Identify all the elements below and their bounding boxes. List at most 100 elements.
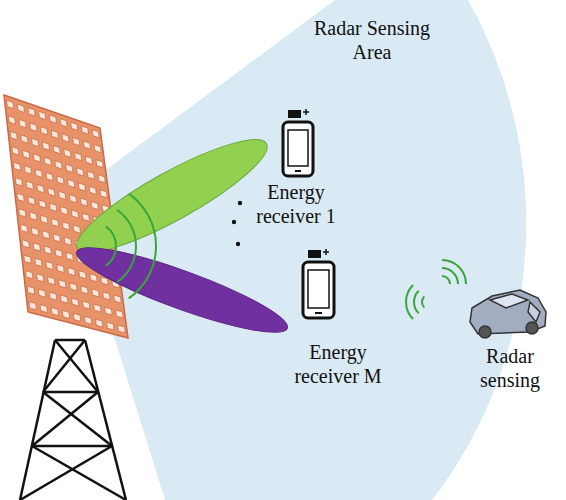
antenna-element — [107, 322, 114, 330]
antenna-element — [27, 286, 34, 294]
antenna-element — [118, 325, 125, 333]
antenna-element — [92, 289, 99, 297]
antenna-element — [94, 304, 101, 312]
antenna-element — [87, 171, 94, 179]
antenna-element — [114, 295, 121, 303]
antenna-element — [29, 302, 36, 310]
antenna-element — [33, 154, 40, 162]
antenna-element — [60, 207, 67, 215]
antenna-element — [64, 149, 71, 157]
area-label: Radar Sensing Area — [297, 16, 447, 64]
antenna-element — [33, 243, 40, 251]
antenna-element — [40, 127, 47, 135]
signal-arc — [442, 260, 466, 284]
antenna-element — [22, 240, 29, 248]
antenna-element — [96, 160, 103, 168]
antenna-element — [68, 268, 75, 276]
antenna-element — [78, 183, 85, 191]
target-label: Radar sensing — [458, 344, 562, 392]
antenna-element — [64, 237, 71, 245]
antenna-element — [70, 283, 77, 291]
antenna-element — [44, 246, 51, 254]
antenna-element — [53, 146, 60, 154]
antenna-element — [51, 219, 58, 227]
signal-arc — [414, 291, 419, 314]
antenna-element — [82, 213, 89, 221]
antenna-element — [69, 195, 76, 203]
car-icon — [470, 290, 546, 338]
antenna-element — [81, 286, 88, 294]
energy-beam — [66, 123, 278, 270]
antenna-element — [68, 179, 75, 187]
antenna-element — [17, 104, 24, 112]
antenna-element — [71, 122, 78, 130]
antenna-element — [50, 203, 57, 211]
antenna-element — [94, 145, 101, 153]
phone-icon — [303, 249, 334, 318]
antenna-element — [60, 295, 67, 303]
antenna-element — [35, 258, 42, 266]
antenna-element — [91, 201, 98, 209]
tower — [20, 340, 126, 500]
antenna-element — [10, 131, 17, 139]
antenna-element — [26, 181, 33, 189]
antenna-element — [40, 305, 47, 313]
antenna-element — [73, 313, 80, 321]
antenna-element — [12, 147, 19, 155]
antenna-element — [57, 176, 64, 184]
antenna-element — [37, 185, 44, 193]
antenna-element — [73, 225, 80, 233]
antenna-element — [51, 308, 58, 316]
antenna-element — [100, 190, 107, 198]
antenna-element — [42, 142, 49, 150]
antenna-element — [39, 111, 46, 119]
antenna-element — [28, 197, 35, 205]
antenna-element — [79, 271, 86, 279]
phone-icon — [283, 109, 313, 176]
antenna-element — [49, 292, 56, 300]
antenna-element — [89, 186, 96, 194]
antenna-element — [81, 126, 88, 134]
antenna-element — [72, 298, 79, 306]
antenna-element — [83, 141, 90, 149]
wavefront-arc — [129, 194, 156, 299]
signal-arc — [406, 285, 413, 319]
antenna-element — [44, 157, 51, 165]
antenna-element — [20, 224, 27, 232]
antenna-element — [26, 271, 33, 279]
antenna-element — [62, 311, 69, 319]
antenna-element — [62, 222, 69, 230]
antenna-element — [116, 310, 123, 318]
antenna-element — [84, 316, 91, 324]
antenna-element — [30, 212, 37, 220]
antenna-element — [32, 138, 39, 146]
antenna-element — [59, 191, 66, 199]
antenna-element — [21, 135, 28, 143]
antenna-element — [24, 166, 31, 174]
antenna-element — [31, 227, 38, 235]
wavefront — [106, 194, 156, 299]
signal-arc — [442, 276, 450, 284]
antenna-element — [51, 130, 58, 138]
antenna-element — [62, 134, 69, 142]
antenna-element — [76, 168, 83, 176]
antenna-element — [83, 301, 90, 309]
antenna-element — [24, 255, 31, 263]
antenna-element — [17, 193, 24, 201]
antenna-element — [60, 119, 67, 127]
antenna-element — [15, 178, 22, 186]
antenna-element — [98, 175, 105, 183]
sensing-area — [95, 0, 526, 500]
antenna-element — [48, 277, 55, 285]
antenna-element — [105, 307, 112, 315]
antenna-element — [55, 161, 62, 169]
antenna-element — [96, 319, 103, 327]
antenna-element — [37, 274, 44, 282]
antenna-element — [57, 265, 64, 273]
wavefront-arc — [106, 226, 116, 265]
antenna-element — [46, 261, 53, 269]
antenna-element — [40, 215, 47, 223]
antenna-element — [19, 209, 26, 217]
antenna-element — [92, 130, 99, 138]
